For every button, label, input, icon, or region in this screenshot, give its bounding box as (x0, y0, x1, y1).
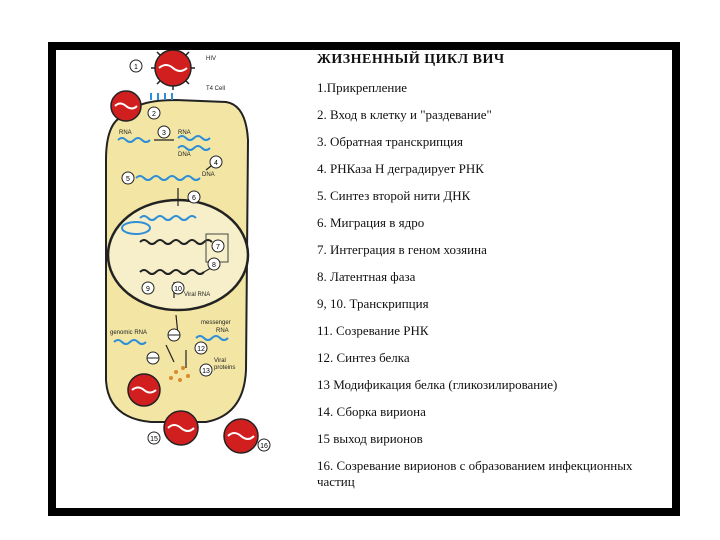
step-item-6: 6. Миграция в ядро (317, 215, 425, 230)
virion-entering (110, 90, 142, 122)
step-item-5: 5. Синтез второй нити ДНК (317, 188, 471, 203)
host-genome (139, 239, 213, 245)
step-markers: 1 2 3 4 5 6 7 8 9 10 12 13 15 16 (121, 59, 271, 452)
ribosome-markers (146, 328, 181, 365)
step-marker-16: 16 (257, 438, 271, 452)
cell-receptors (150, 93, 173, 100)
step-item-13: 13 Модификация белка (гликозилирование) (317, 377, 558, 392)
step-marker-1: 1 (129, 59, 143, 73)
step-marker-12: 12 (194, 341, 208, 355)
virion-budding (127, 373, 161, 407)
svg-text:15: 15 (150, 436, 158, 443)
step-item-8: 8. Латентная фаза (317, 269, 416, 284)
step-item-11: 11. Созревание РНК (317, 323, 429, 338)
step-item-12: 12. Синтез белка (317, 350, 410, 365)
step-marker-5: 5 (121, 171, 135, 185)
step-item-9-10: 9, 10. Транскрипция (317, 296, 429, 311)
hiv-lifecycle-diagram: 1 2 3 4 5 6 7 8 9 10 12 13 15 16 HIV T4 … (105, 50, 271, 454)
svg-text:10: 10 (174, 286, 182, 293)
t4cell-label: T4 Cell (206, 86, 225, 92)
svg-text:13: 13 (202, 368, 210, 375)
svg-text:5: 5 (126, 176, 130, 183)
genomic-rna-label: genomic RNA (110, 330, 147, 336)
dna-mid-label: DNA (202, 172, 215, 178)
messenger-rna-label: RNA (216, 328, 229, 334)
step-item-3: 3. Обратная транскрипция (317, 134, 464, 149)
hiv-label: HIV (206, 56, 216, 62)
dna-in-nucleus (139, 215, 197, 221)
circular-dna (121, 221, 151, 235)
rna-strand-right (177, 135, 211, 141)
step-marker-15: 15 (147, 431, 161, 445)
step-item-2: 2. Вход в клетку и "раздевание" (317, 107, 492, 122)
dna-strand-right (177, 145, 211, 151)
svg-text:6: 6 (192, 195, 196, 202)
step-item-4: 4. РНКаза Н деградирует РНК (317, 161, 484, 176)
step-item-1: 1.Прикрепление (317, 80, 408, 95)
svg-text:1: 1 (134, 64, 138, 71)
viral-proteins-label-2: proteins (214, 365, 235, 371)
messenger-label: messenger (201, 320, 231, 326)
step-item-14: 14. Сборка вириона (317, 404, 426, 419)
rna-right-label: RNA (178, 130, 191, 136)
svg-text:8: 8 (212, 262, 216, 269)
viral-proteins-label: Viral (214, 358, 226, 364)
virion-incoming (151, 50, 195, 90)
svg-text:7: 7 (216, 244, 220, 251)
step-marker-7: 7 (211, 239, 225, 253)
step-marker-10: 10 (171, 281, 185, 295)
svg-text:9: 9 (146, 286, 150, 293)
svg-text:16: 16 (260, 443, 268, 450)
svg-text:2: 2 (152, 111, 156, 118)
step-item-15: 15 выход вирионов (317, 431, 423, 446)
lifecycle-steps-list: 1.Прикрепление 2. Вход в клетку и "разде… (317, 80, 637, 498)
step-marker-8: 8 (207, 257, 221, 271)
rna-strand-left (117, 137, 151, 143)
slide-title: ЖИЗНЕННЫЙ ЦИКЛ ВИЧ (317, 52, 505, 67)
svg-text:12: 12 (197, 346, 205, 353)
step-marker-9: 9 (141, 281, 155, 295)
viral-protein-dots (169, 366, 190, 382)
step-marker-13: 13 (199, 363, 213, 377)
step-item-16: 16. Созревание вирионов с образованием и… (317, 458, 633, 489)
step-marker-3: 3 (157, 125, 171, 139)
dna-right-label: DNA (178, 152, 191, 158)
dna-double-strand (135, 175, 201, 181)
virion-released (163, 410, 199, 446)
integrated-provirus (139, 269, 205, 275)
step-marker-2: 2 (147, 106, 161, 120)
step-marker-4: 4 (209, 155, 223, 169)
rna-left-label: RNA (119, 130, 132, 136)
messenger-rna-strand (195, 335, 229, 341)
svg-text:3: 3 (162, 130, 166, 137)
genomic-rna-strand (113, 339, 147, 345)
step-marker-6: 6 (187, 190, 201, 204)
virion-mature (223, 418, 259, 454)
step-item-7: 7. Интеграция в геном хозяина (317, 242, 487, 257)
svg-text:4: 4 (214, 160, 218, 167)
viral-rna-label: Viral RNA (184, 292, 210, 298)
